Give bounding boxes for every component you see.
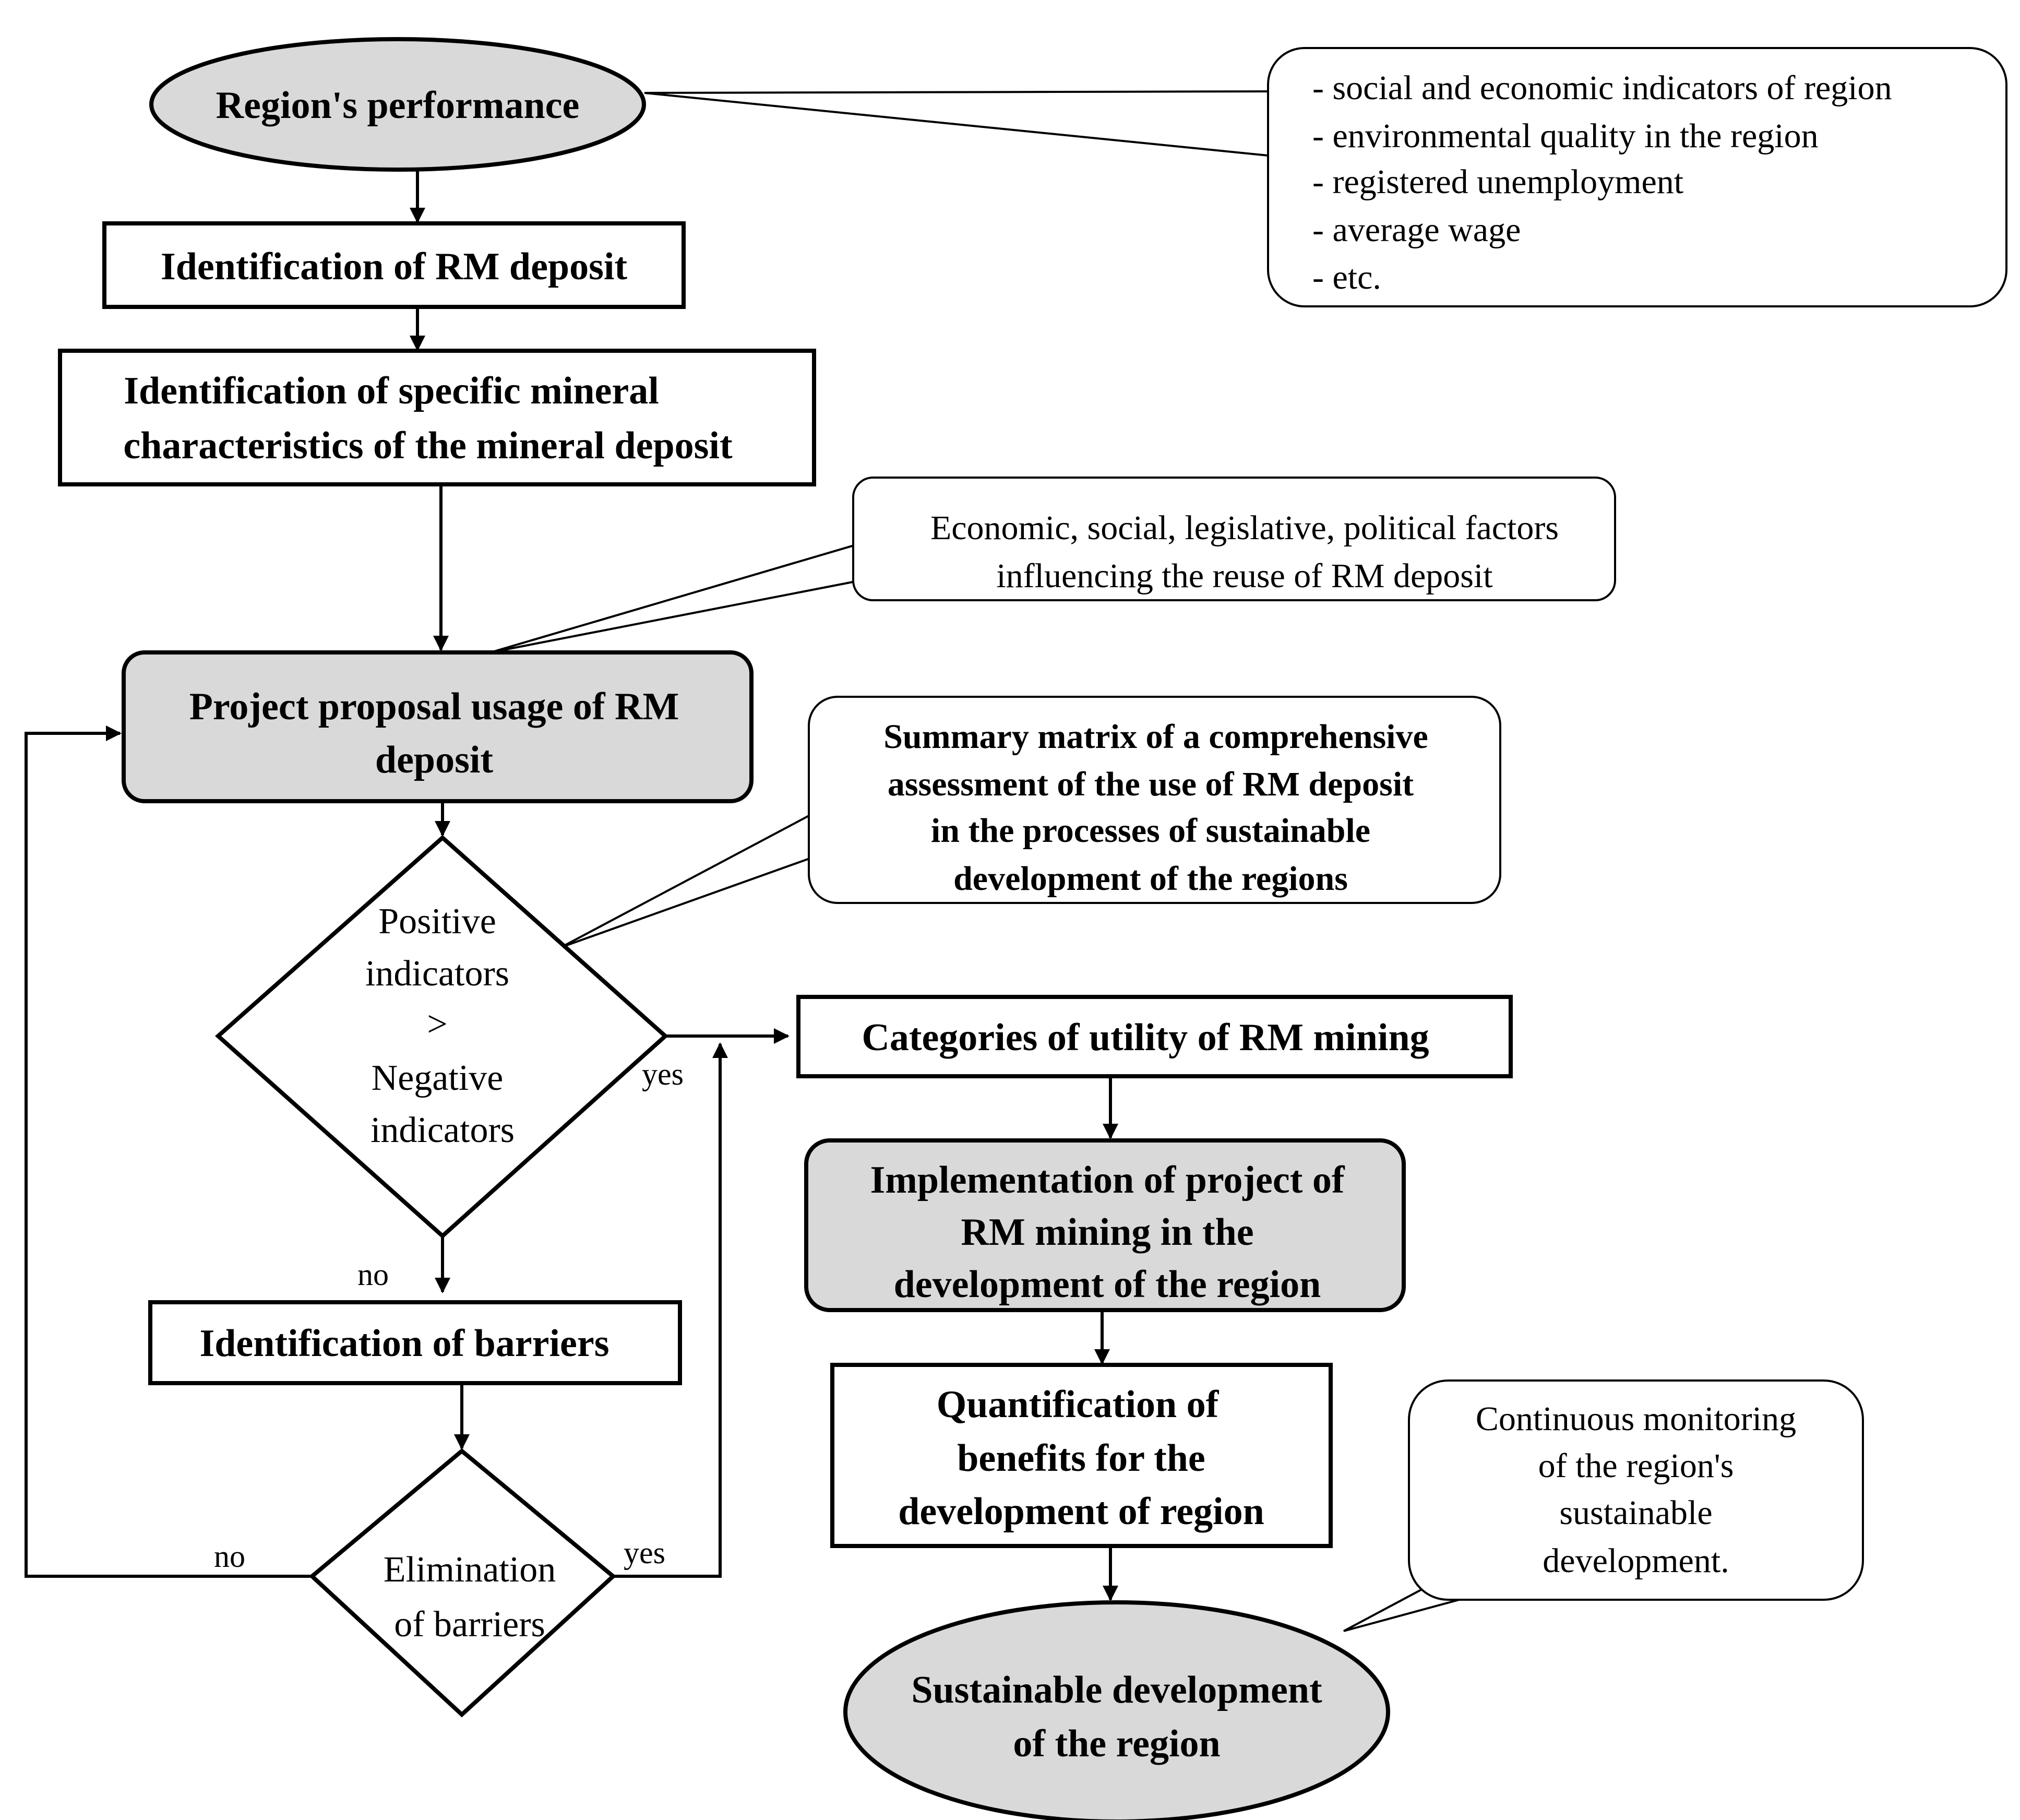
callout-summary-line: development of the regions bbox=[953, 860, 1348, 898]
callout-region-indicators: - social and economic indicators of regi… bbox=[1267, 47, 2007, 307]
callout-pointer-summary bbox=[560, 810, 818, 948]
node-sustainable-development: Sustainable development of the region bbox=[843, 1600, 1390, 1820]
callout-region-line: - etc. bbox=[1312, 258, 1381, 296]
node-identification-mineral: Identification of specific mineral chara… bbox=[58, 349, 816, 486]
node-project-proposal: Project proposal usage of RM deposit bbox=[122, 650, 754, 803]
node-label: indicators bbox=[370, 1110, 515, 1150]
node-categories-utility: Categories of utility of RM mining bbox=[796, 995, 1513, 1078]
callout-monitoring-line: development. bbox=[1543, 1542, 1729, 1580]
node-label: indicators bbox=[365, 954, 509, 994]
callout-pointer-region bbox=[644, 90, 1280, 158]
callout-monitoring-line: sustainable bbox=[1559, 1494, 1712, 1532]
callout-region-line: - registered unemployment bbox=[1312, 163, 1683, 201]
callout-summary-matrix: Summary matrix of a comprehensive assess… bbox=[808, 696, 1501, 904]
node-label: Categories of utility of RM mining bbox=[862, 1016, 1429, 1059]
node-label: of the region bbox=[1013, 1722, 1220, 1765]
node-label: characteristics of the mineral deposit bbox=[123, 424, 733, 467]
edge-label-elimination-no: no bbox=[214, 1539, 245, 1574]
node-label: Project proposal usage of RM bbox=[189, 685, 679, 728]
callout-region-line: - social and economic indicators of regi… bbox=[1312, 69, 1892, 107]
node-quantification: Quantification of benefits for the devel… bbox=[830, 1363, 1333, 1548]
node-identification-barriers: Identification of barriers bbox=[148, 1300, 682, 1385]
callout-summary-line: Summary matrix of a comprehensive bbox=[883, 718, 1428, 756]
edge-label-decision-yes: yes bbox=[642, 1057, 684, 1091]
arrow-elimination-yes-loop bbox=[613, 1042, 728, 1578]
node-label: development of region bbox=[898, 1490, 1264, 1533]
node-decision-indicators: Positive indicators > Negative indicator… bbox=[214, 835, 669, 1239]
arrow-elimination-no-loop bbox=[25, 725, 312, 1578]
callout-monitoring-line: Continuous monitoring bbox=[1476, 1400, 1796, 1438]
callout-pointer-factors bbox=[490, 540, 867, 653]
node-label: Identification of RM deposit bbox=[161, 245, 628, 288]
callout-summary-line: in the processes of sustainable bbox=[931, 812, 1370, 850]
node-elimination-barriers: Elimination of barriers bbox=[308, 1448, 617, 1718]
node-label: Sustainable development bbox=[911, 1669, 1322, 1711]
node-label: RM mining in the bbox=[961, 1211, 1253, 1254]
edge-label-decision-no: no bbox=[357, 1257, 389, 1292]
node-label: of barriers bbox=[394, 1604, 545, 1645]
node-label: Positive bbox=[378, 901, 496, 942]
callout-monitoring-line: of the region's bbox=[1538, 1447, 1734, 1485]
node-label: Negative bbox=[372, 1058, 504, 1098]
callout-factors: Economic, social, legislative, political… bbox=[852, 477, 1616, 601]
callout-region-line: - average wage bbox=[1312, 211, 1521, 249]
node-label: Region's performance bbox=[216, 84, 580, 127]
node-identification-rm-deposit: Identification of RM deposit bbox=[102, 221, 686, 309]
callout-factors-line: Economic, social, legislative, political… bbox=[930, 509, 1559, 547]
callout-summary-line: assessment of the use of RM deposit bbox=[888, 765, 1414, 803]
node-label: Quantification of bbox=[937, 1383, 1220, 1426]
callout-monitoring: Continuous monitoring of the region's su… bbox=[1408, 1379, 1864, 1601]
node-label: > bbox=[427, 1004, 447, 1044]
node-label: deposit bbox=[375, 739, 494, 781]
node-regions-performance: Region's performance bbox=[149, 37, 646, 172]
node-label: Implementation of project of bbox=[870, 1159, 1345, 1202]
callout-factors-line: influencing the reuse of RM deposit bbox=[996, 557, 1492, 595]
node-implementation: Implementation of project of RM mining i… bbox=[804, 1138, 1406, 1312]
node-label: benefits for the bbox=[957, 1437, 1205, 1480]
node-label: development of the region bbox=[894, 1263, 1321, 1306]
node-label: Identification of specific mineral bbox=[124, 370, 659, 412]
node-label: Identification of barriers bbox=[199, 1322, 609, 1365]
edge-label-elimination-yes: yes bbox=[624, 1536, 665, 1570]
callout-region-line: - environmental quality in the region bbox=[1312, 117, 1819, 155]
node-label: Elimination bbox=[384, 1550, 556, 1590]
